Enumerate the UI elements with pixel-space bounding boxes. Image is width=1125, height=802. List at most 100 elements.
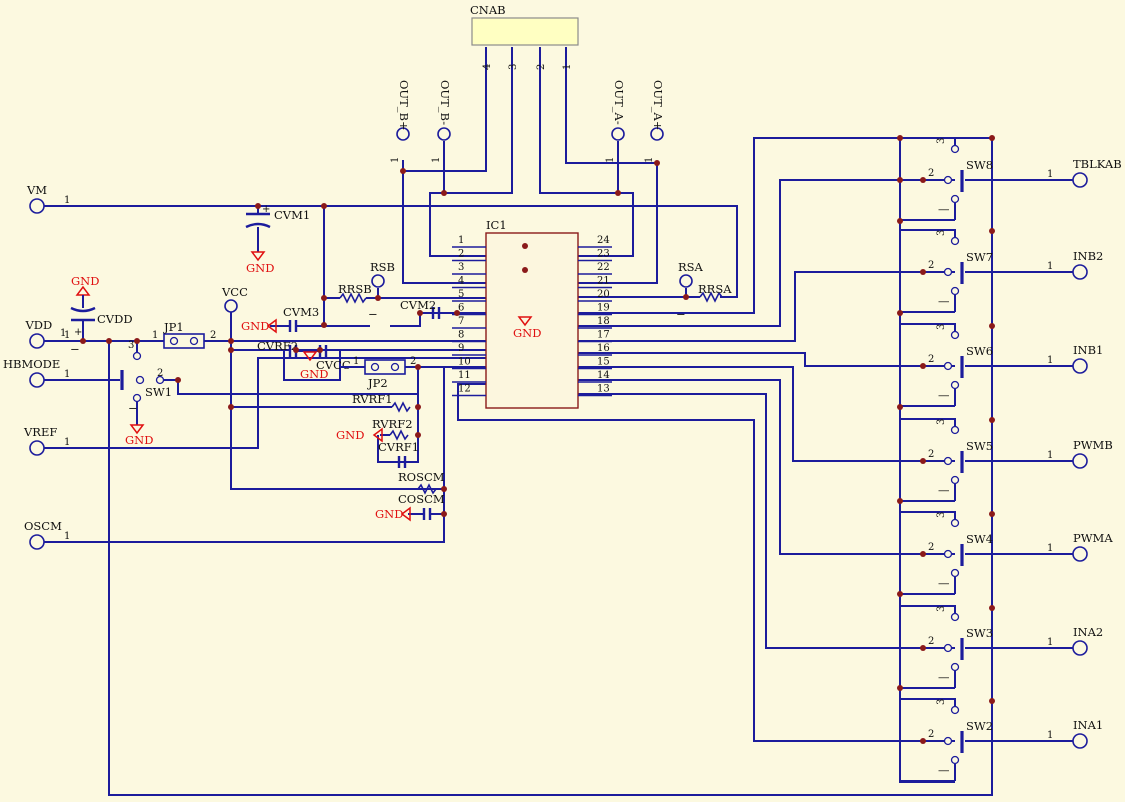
junction-dot <box>375 295 381 301</box>
svg-text:GND: GND <box>125 433 153 447</box>
roscm-symbol <box>417 483 437 495</box>
svg-text:GND: GND <box>246 261 274 275</box>
junction-dot <box>920 177 926 183</box>
ic1-body <box>485 232 579 409</box>
junction-dot <box>293 347 299 353</box>
ic1-pin-19: 19 <box>597 303 610 314</box>
junction-dot <box>897 310 903 316</box>
port-label-oscm: OSCM <box>24 519 62 533</box>
port-oscm <box>29 534 45 550</box>
port-pin-number: 1 <box>64 531 70 542</box>
port-pin-number: 1 <box>1047 169 1053 180</box>
switch-pin-2: 2 <box>928 354 934 365</box>
junction-dot <box>228 338 234 344</box>
port-label-ina2: INA2 <box>1073 625 1103 639</box>
junction-dot <box>920 551 926 557</box>
ic1-pin-15: 15 <box>597 357 610 368</box>
rrsb-label: RRSB <box>338 282 372 296</box>
svg-text:1: 1 <box>605 157 616 163</box>
cvcc-label: CVCC <box>316 358 351 372</box>
rsa-label: RSA <box>678 260 704 274</box>
port-pin-number: 1 <box>1047 543 1053 554</box>
junction-dot <box>522 243 528 249</box>
svg-text:GND: GND <box>336 428 364 442</box>
rvrf1-symbol <box>391 401 411 413</box>
switch-label: SW3 <box>966 626 993 640</box>
junction-dot <box>897 591 903 597</box>
ic1-pin-2: 2 <box>458 249 464 260</box>
ic1-pin-13: 13 <box>597 384 610 395</box>
junction-dot <box>615 190 621 196</box>
switch-pin-1: — <box>938 202 950 216</box>
ic1-pin-7: 7 <box>458 316 464 327</box>
svg-text:−: − <box>128 401 138 415</box>
port-pin-number: 1 <box>64 369 70 380</box>
port-vref <box>29 440 45 456</box>
port-label-vm: VM <box>26 183 47 197</box>
junction-dot <box>454 310 460 316</box>
port-rsb <box>371 274 385 288</box>
switch-pin-1: — <box>938 388 950 402</box>
switch-pin-1: — <box>938 670 950 684</box>
port-ina1 <box>1072 733 1088 749</box>
gnd-icon <box>517 316 533 327</box>
port-out-a-plus-label: OUT_A+ <box>651 80 665 130</box>
jp1-label: JP1 <box>163 320 184 334</box>
ic1-pin-16: 16 <box>597 343 610 354</box>
port-hbmode <box>29 372 45 388</box>
switch-pin-2: 2 <box>928 636 934 647</box>
switch-pin-3: 3 <box>936 419 947 425</box>
port-vcc <box>224 299 238 313</box>
coscm-symbol <box>422 508 432 520</box>
cvm3-symbol <box>288 320 298 332</box>
cvdd-symbol <box>70 306 96 322</box>
connector-pin-4: 4 <box>482 64 493 70</box>
ic1-pin-8: 8 <box>458 330 464 341</box>
rrsa-label: RRSA <box>698 282 732 296</box>
port-inb2 <box>1072 264 1088 280</box>
rvrf2-symbol <box>389 429 409 441</box>
svg-text:1: 1 <box>60 328 66 339</box>
ic1-ref: IC1 <box>486 218 507 232</box>
ic1-pin-20: 20 <box>597 289 610 300</box>
svg-text:GND: GND <box>241 319 269 333</box>
port-pin-number: 1 <box>1047 730 1053 741</box>
port-out-b-minus-label: OUT_B- <box>438 80 452 125</box>
junction-dot <box>989 323 995 329</box>
switch-label: SW2 <box>966 719 993 733</box>
svg-text:3: 3 <box>128 340 134 351</box>
rvrf2-label: RVRF2 <box>372 417 413 431</box>
port-out-a-minus-label: OUT_A- <box>612 80 626 125</box>
svg-text:2: 2 <box>410 356 416 367</box>
switch-pin-3: 3 <box>936 324 947 330</box>
switch-pin-2: 2 <box>928 168 934 179</box>
sw1-label: SW1 <box>145 385 172 399</box>
port-ina2 <box>1072 640 1088 656</box>
junction-dot <box>175 377 181 383</box>
port-out-b-minus <box>437 127 451 141</box>
junction-dot <box>441 190 447 196</box>
connector-ref: CNAB <box>470 3 506 17</box>
junction-dot <box>897 498 903 504</box>
svg-text:+: + <box>262 204 270 215</box>
junction-dot <box>106 338 112 344</box>
svg-text:GND: GND <box>300 367 328 381</box>
junction-dot <box>441 511 447 517</box>
ic1-pin-5: 5 <box>458 289 464 300</box>
junction-dot <box>522 267 528 273</box>
svg-text:1: 1 <box>644 157 655 163</box>
port-inb1 <box>1072 358 1088 374</box>
ic1-pin-14: 14 <box>597 370 610 381</box>
junction-dot <box>321 203 327 209</box>
ic1-pin-22: 22 <box>597 262 610 273</box>
ic1-pin-6: 6 <box>458 303 464 314</box>
junction-dot <box>897 177 903 183</box>
switch-pin-2: 2 <box>928 449 934 460</box>
switch-pin-2: 2 <box>928 542 934 553</box>
port-out-b-plus-label: OUT_B+ <box>397 80 411 131</box>
